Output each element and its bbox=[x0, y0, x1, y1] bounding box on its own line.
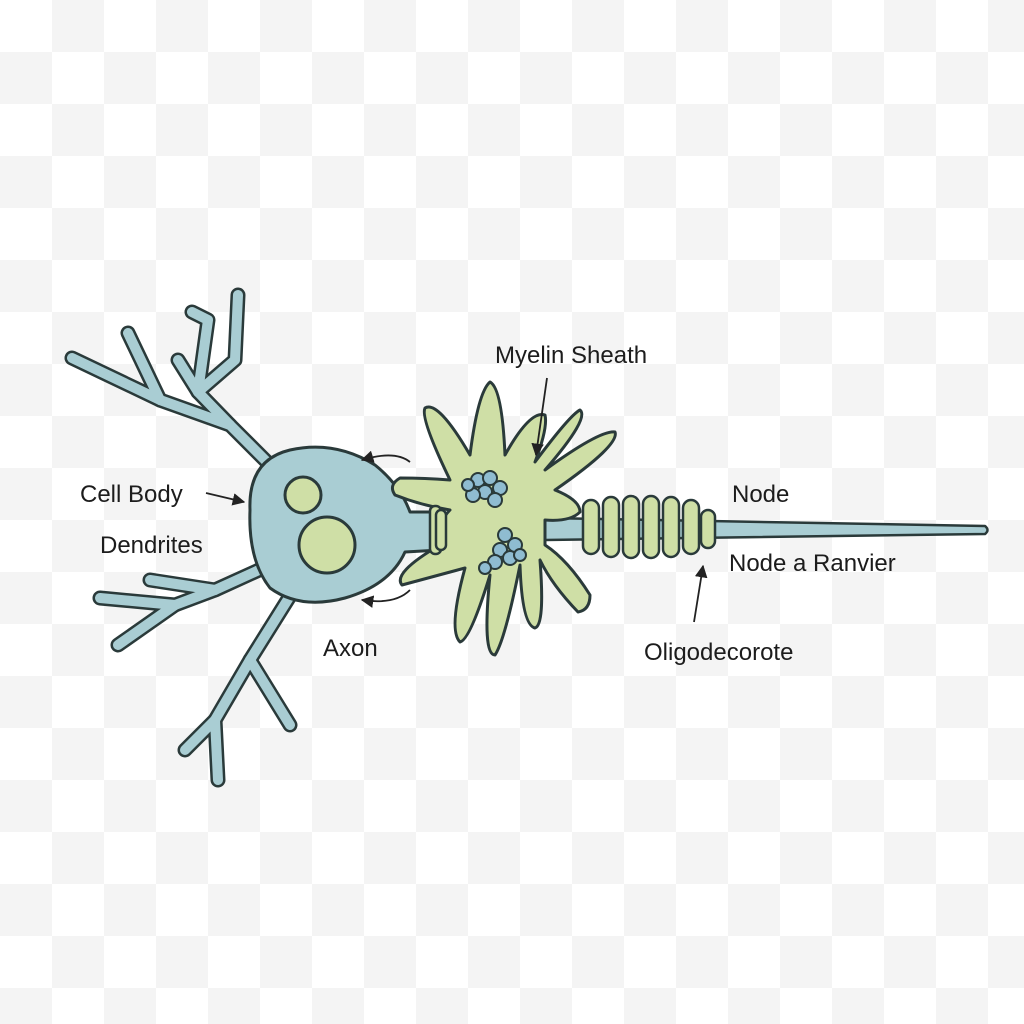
nucleus-small bbox=[283, 475, 323, 515]
arrow-oligodendrocyte bbox=[693, 564, 708, 623]
oligodendrocyte-cell bbox=[390, 380, 617, 657]
vesicle-cluster-upper bbox=[461, 470, 508, 508]
dendrites bbox=[64, 287, 308, 788]
label-myelin-sheath: Myelin Sheath bbox=[495, 342, 648, 369]
label-dendrites: Dendrites bbox=[100, 532, 203, 559]
arrow-cell-body bbox=[205, 492, 246, 506]
label-oligodendrocyte: Oligodecorote bbox=[644, 639, 794, 666]
label-cell-body: Cell Body bbox=[80, 481, 183, 508]
label-node: Node bbox=[732, 481, 790, 508]
label-node-ranvier: Node a Ranvier bbox=[729, 550, 896, 577]
axon-hillock-rings bbox=[428, 504, 448, 556]
nucleus-large bbox=[297, 515, 357, 575]
arrow-lower-curve bbox=[360, 589, 411, 608]
arrow-myelin-sheath bbox=[531, 377, 548, 457]
label-arrows bbox=[205, 377, 708, 623]
label-axon: Axon bbox=[323, 635, 378, 662]
vesicle-cluster-lower bbox=[478, 527, 527, 575]
myelin-sheath-coils bbox=[581, 494, 717, 560]
arrow-upper-curve bbox=[360, 450, 411, 463]
